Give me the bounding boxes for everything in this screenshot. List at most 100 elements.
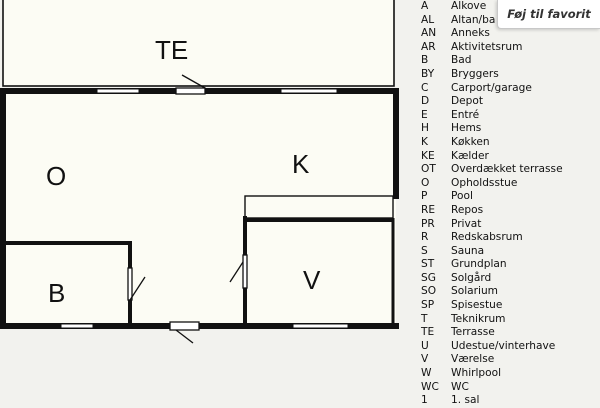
legend-item: AL Altan/ba [421, 14, 600, 28]
legend-code: KE [421, 149, 435, 162]
legend-code: C [421, 81, 429, 94]
legend-code: PR [421, 217, 435, 230]
legend-name: Pool [451, 190, 473, 203]
legend-item: R Redskabsrum [421, 231, 600, 245]
legend-name: Spisestue [451, 299, 503, 312]
add-to-favorites-button[interactable]: Føj til favorit [497, 0, 600, 29]
legend-name: Bad [451, 54, 472, 67]
legend-code: SP [421, 299, 435, 312]
bottom-windows [60, 323, 349, 329]
legend-name: Whirlpool [451, 367, 502, 380]
legend-code: 1 [421, 394, 428, 407]
legend-code: OT [421, 163, 436, 176]
legend-code: SG [421, 271, 436, 284]
legend-name: WC [451, 380, 469, 393]
legend-item: D Depot [421, 95, 600, 109]
legend-item: S Sauna [421, 245, 600, 259]
legend-code: ST [421, 258, 435, 271]
legend-code: WC [421, 380, 439, 393]
room-label-b: B [48, 278, 65, 308]
legend-code: BY [421, 67, 435, 80]
legend-name: Solarium [451, 285, 498, 298]
legend-name: Privat [451, 217, 482, 230]
legend-item: PR Privat [421, 218, 600, 232]
legend-item: ST Grundplan [421, 258, 600, 272]
legend-code: A [421, 0, 429, 12]
legend-name: 1. sal [451, 394, 480, 407]
legend-name: Sauna [451, 244, 485, 257]
room-label-te: TE [155, 35, 188, 65]
legend-item: AN Anneks [421, 27, 600, 41]
legend-name: Udestue/vinterhave [451, 339, 556, 352]
legend-code: W [421, 367, 432, 380]
top-windows [96, 88, 338, 94]
legend-name: Alkove [451, 0, 487, 12]
legend-item: BY Bryggers [421, 68, 600, 82]
legend-item: KE Kælder [421, 150, 600, 164]
legend-name: Entré [451, 108, 480, 121]
legend-code: AR [421, 40, 436, 53]
legend-item: SO Solarium [421, 285, 600, 299]
legend-item: P Pool [421, 190, 600, 204]
legend-name: Teknikrum [451, 312, 506, 325]
legend-code: U [421, 339, 429, 352]
legend-code: S [421, 244, 428, 257]
floor-plan: TE O K B V [0, 0, 399, 344]
legend-name: Anneks [451, 27, 490, 40]
legend-item: RE Repos [421, 204, 600, 218]
legend-code: H [421, 122, 429, 135]
legend-code: T [421, 312, 428, 325]
legend-item: E Entré [421, 109, 600, 123]
legend-name: Bryggers [451, 67, 499, 80]
legend-item: TE Terrasse [421, 326, 600, 340]
legend-code: P [421, 190, 428, 203]
legend-code: D [421, 95, 430, 108]
legend-name: Aktivitetsrum [451, 40, 523, 53]
terrace-area [2, 0, 395, 87]
legend-name: Værelse [451, 353, 495, 366]
legend-code: RE [421, 203, 436, 216]
legend-name: Opholdsstue [451, 176, 518, 189]
legend-item: OT Overdækket terrasse [421, 163, 600, 177]
legend-code: V [421, 353, 429, 366]
legend-name: Carport/garage [451, 81, 532, 94]
legend-code: SO [421, 285, 437, 298]
legend-item: B Bad [421, 54, 600, 68]
legend-code: AL [421, 13, 435, 26]
legend-item: C Carport/garage [421, 82, 600, 96]
legend-item: W Whirlpool [421, 367, 600, 381]
legend-name: Altan/ba [451, 13, 496, 26]
legend-name: Redskabsrum [451, 231, 523, 244]
legend-code: AN [421, 27, 437, 40]
room-label-k: K [292, 149, 310, 179]
legend-name: Repos [451, 203, 484, 216]
legend-name: Grundplan [451, 258, 507, 271]
interior-walls [5, 216, 394, 326]
legend-item: WC WC [421, 381, 600, 395]
legend-item: T Teknikrum [421, 313, 600, 327]
legend-item: V Værelse [421, 353, 600, 367]
legend-code: E [421, 108, 428, 121]
legend-name: Depot [451, 95, 484, 108]
legend-code: TE [421, 326, 435, 339]
legend-name: Overdækket terrasse [451, 163, 563, 176]
legend-item: SG Solgård [421, 272, 600, 286]
legend-item: AR Aktivitetsrum [421, 41, 600, 55]
legend-name: Kælder [451, 149, 489, 162]
legend-item: A Alkove [421, 0, 600, 14]
legend-name: Terrasse [451, 326, 495, 339]
room-label-o: O [46, 161, 66, 191]
doors [127, 74, 248, 344]
room-label-v: V [303, 265, 321, 295]
kitchen-counter [244, 195, 394, 219]
legend-item: U Udestue/vinterhave [421, 340, 600, 354]
legend-code: B [421, 54, 429, 67]
legend-item: 1 1. sal [421, 394, 600, 408]
legend-name: Solgård [451, 271, 492, 284]
legend-code: K [421, 135, 428, 148]
legend-item: SP Spisestue [421, 299, 600, 313]
legend-code: R [421, 231, 429, 244]
